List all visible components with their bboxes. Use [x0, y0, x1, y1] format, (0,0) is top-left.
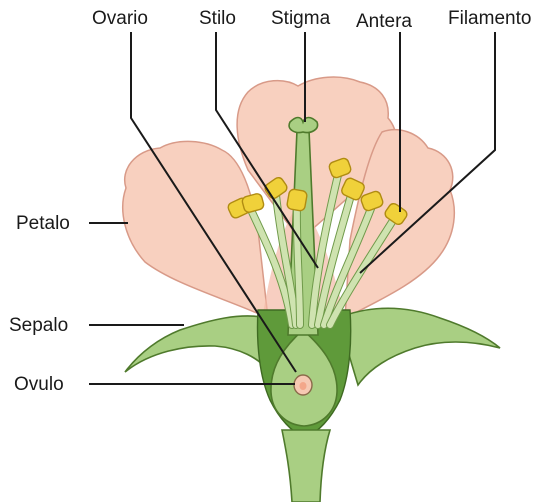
stem — [282, 430, 330, 502]
petal-left — [123, 141, 268, 318]
label-stilo: Stilo — [199, 8, 236, 29]
ovule-core — [300, 382, 307, 390]
label-ovulo: Ovulo — [14, 374, 64, 395]
sepal-right — [338, 308, 500, 385]
stigma — [289, 118, 317, 133]
label-filamento: Filamento — [448, 8, 531, 29]
label-stigma: Stigma — [271, 8, 331, 29]
label-sepalo: Sepalo — [9, 315, 68, 336]
receptacle — [258, 310, 351, 502]
anther-4 — [286, 189, 307, 212]
label-antera: Antera — [356, 11, 412, 32]
label-ovario: Ovario — [92, 8, 148, 29]
label-petalo: Petalo — [16, 213, 70, 234]
filament-3 — [297, 205, 300, 325]
